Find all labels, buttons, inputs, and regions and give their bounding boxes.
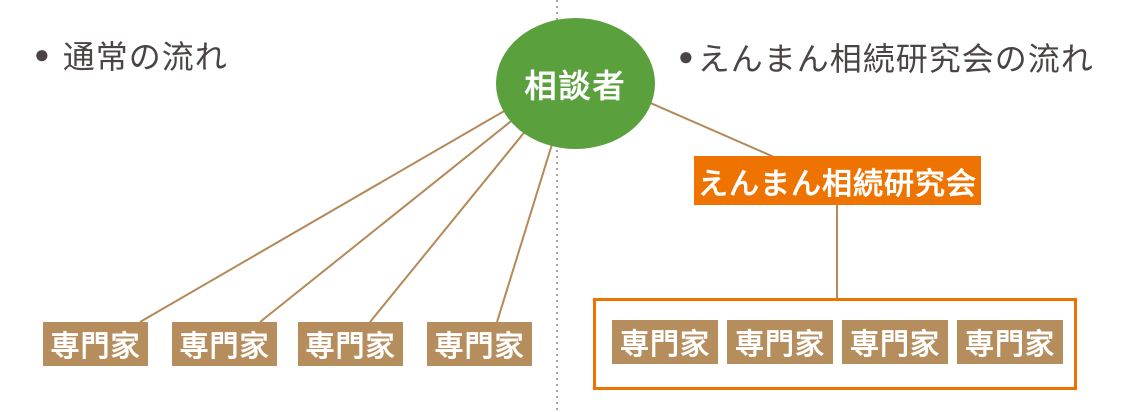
left-expert-box-3: 専門家: [298, 322, 403, 366]
left-expert-box-4: 専門家: [427, 322, 532, 366]
right-expert-box-1: 専門家: [612, 320, 718, 364]
consultant-node-label: 相談者: [524, 67, 627, 104]
left-expert-box-2: 専門家: [172, 322, 277, 366]
right-expert-box-3: 専門家: [842, 320, 948, 364]
right-expert-box-2: 専門家: [727, 320, 833, 364]
org-box: えんまん相続研究会: [694, 156, 981, 205]
right-section-title: ● えんまん相続研究会の流れ: [678, 34, 1094, 80]
right-expert-box-4: 専門家: [957, 320, 1063, 364]
left-section-title-text: 通常の流れ: [62, 39, 228, 75]
left-section-title: ● 通常の流れ: [34, 32, 228, 78]
consultant-node: 相談者: [496, 18, 655, 149]
right-section-title-text: えんまん相続研究会の流れ: [697, 41, 1094, 77]
connector-to-expert-1: [139, 69, 576, 323]
bullet-icon: ●: [34, 40, 51, 69]
bullet-icon: ●: [678, 42, 695, 71]
experts-group-frame: [593, 298, 1077, 390]
left-expert-box-1: 専門家: [43, 322, 148, 366]
